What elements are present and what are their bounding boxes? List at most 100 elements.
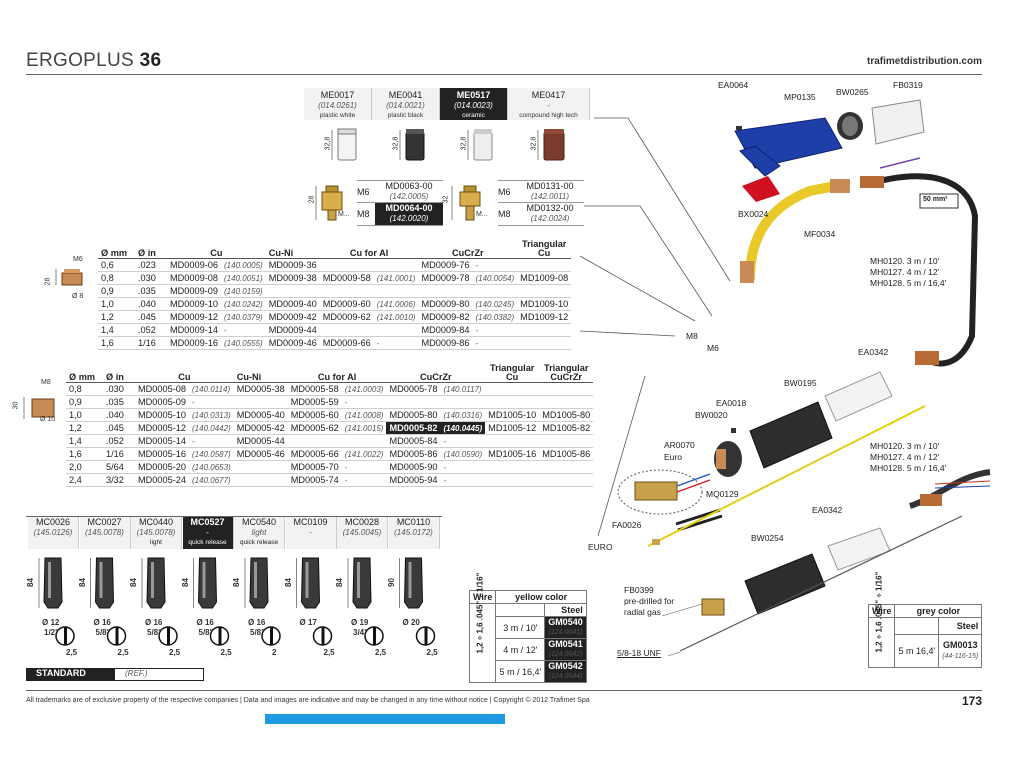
table-cell: MD0005-60	[287, 408, 342, 422]
tip-header-me0417: ME0417-compound high tech	[508, 88, 590, 120]
m6-len-label: 28	[44, 277, 52, 286]
table-cell	[319, 258, 374, 272]
nozzle-top-line	[26, 516, 442, 517]
page-number: 173	[961, 694, 982, 708]
table-cell: MD0009-14	[167, 323, 222, 337]
table-cell: (140.0379)	[221, 310, 266, 324]
nozzle-header-mc0027: MC0027(145.0078)	[79, 517, 131, 549]
table-cell: MD0005-78	[386, 382, 441, 396]
yellow-color-header: yellow color	[495, 590, 587, 604]
diffuser-ref: (142.0011)	[530, 192, 570, 201]
table-cell: MD0009-42	[265, 310, 320, 324]
nozzle-diameter: Ø 16	[248, 618, 266, 627]
table-cell: MD0005-09	[135, 395, 190, 409]
label-mq0129: MQ0129	[706, 489, 739, 499]
diffuser-table-right: M6 MD0131-00(142.0011) M8 MD0132-00(142.…	[498, 180, 584, 226]
table-cell: MD0009-38	[265, 271, 320, 285]
table-cell: (140.0653)	[189, 460, 234, 474]
table-cell: MD0005-74	[287, 473, 342, 487]
m8-contact-tip-table: Ø mm Ø in Cu Cu-Ni Cu for Al CuCrZr Tria…	[66, 364, 594, 487]
table-cell: 2,0	[66, 460, 103, 474]
table-cell: MD0009-82	[418, 310, 473, 324]
liner-ref: (124.0044)	[548, 673, 583, 680]
table-cell: -	[472, 258, 518, 272]
label-m6: M6	[707, 343, 719, 353]
grey-liner-image	[679, 515, 963, 652]
table-cell: 1,2	[98, 310, 135, 324]
diffuser-code: MD0063-00	[385, 181, 433, 191]
sleeve-ea0342-lower-image	[827, 527, 891, 571]
table-cell: MD0005-66	[287, 447, 342, 461]
m8-len-label: 30	[12, 401, 20, 410]
table-cell: .045	[103, 421, 135, 435]
tip-header-me0041: ME0041(014.0021)plastic black	[372, 88, 440, 120]
standard-ref-label: (REF.)	[114, 668, 204, 681]
table-cell: MD0005-46	[233, 447, 288, 461]
table-cell	[319, 323, 374, 337]
nut-bw0265-image	[837, 112, 863, 140]
nozzle-header-mc0527: MC0527-quick release	[182, 517, 234, 549]
nozzle-mc0027-image	[90, 557, 127, 646]
col-header: Cu for Al	[287, 364, 387, 383]
tip-me0417-image	[543, 129, 565, 161]
table-cell	[418, 284, 473, 298]
table-cell: (141.0010)	[373, 310, 419, 324]
nozzle-recess: 2,5	[169, 648, 181, 657]
label-mh-lower: MH0120. 3 m / 10'MH0127. 4 m / 12'MH0128…	[870, 441, 947, 473]
nozzle-inch: 5/8"	[147, 628, 162, 637]
col-header: Cu for Al	[319, 240, 419, 259]
cable-lower-image	[909, 469, 991, 509]
liner-ref: (124.0042)	[548, 651, 583, 658]
table-cell: MD0009-78	[418, 271, 473, 285]
table-cell	[539, 382, 594, 396]
col-header: Ø mm	[98, 240, 135, 259]
table-cell: MD0009-36	[265, 258, 320, 272]
site-url[interactable]: trafimetdistribution.com	[866, 56, 982, 67]
tip-dim-1: 32,8	[324, 136, 332, 151]
table-cell: MD0005-94	[386, 473, 441, 487]
table-cell: 3/32	[103, 473, 135, 487]
label-euro-small: Euro	[664, 452, 682, 462]
spring-fb0319-image	[871, 99, 925, 145]
table-cell: MD0009-46	[265, 336, 320, 350]
tip-header-me0517: ME0517(014.0023)ceramic	[440, 88, 508, 120]
table-cell	[485, 382, 540, 396]
table-cell: MD1005-82	[539, 421, 594, 435]
col-header: Ø mm	[66, 364, 103, 383]
table-cell: -	[440, 434, 486, 448]
table-cell: -	[373, 336, 419, 350]
scroll-progress-bar[interactable]	[265, 714, 505, 724]
table-cell: MD0009-10	[167, 297, 222, 311]
liner-length: 5 m / 16,4'	[495, 660, 546, 683]
table-cell: MD0005-58	[287, 382, 342, 396]
diffuser-thread: M6	[357, 187, 370, 197]
nozzle-length: 84	[283, 578, 293, 587]
label-euro: EURO	[588, 542, 613, 552]
wire-range-cell: 1,2 ÷ 1,6 .045" ÷ 1/16"	[867, 572, 896, 668]
nozzle-inch: 5/8"	[250, 628, 265, 637]
table-cell: MD0005-82	[386, 421, 441, 435]
tip-dim-4: 32,8	[530, 136, 538, 151]
label-bw0195: BW0195	[784, 378, 817, 388]
liner-code: GM0541	[548, 639, 583, 649]
label-ea0342-lower: EA0342	[812, 505, 843, 515]
table-cell: MD0009-60	[319, 297, 374, 311]
table-cell: MD0009-12	[167, 310, 222, 324]
nozzle-length: 84	[334, 578, 344, 587]
table-cell: (140.0677)	[189, 473, 234, 487]
liner-code: GM0540	[548, 617, 583, 627]
diffuser-ref: (142.0005)	[389, 192, 429, 201]
label-fa0026: FA0026	[612, 520, 642, 530]
diffuser-thread: M8	[498, 209, 511, 219]
table-cell: MD1005-80	[539, 408, 594, 422]
table-cell	[233, 473, 288, 487]
nozzle-recess: 2,5	[426, 648, 438, 657]
euro-connector-image	[617, 469, 711, 515]
